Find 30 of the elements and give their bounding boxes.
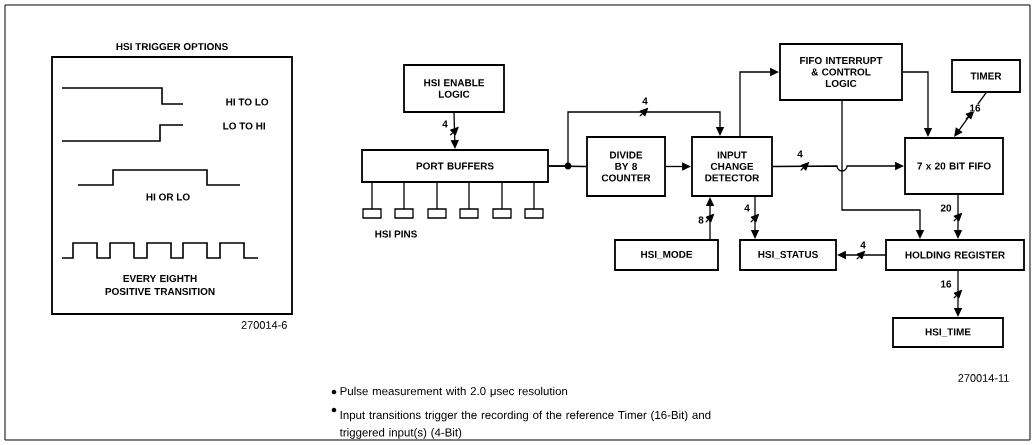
bus-width-label: 16 [941,280,952,288]
block-box: HSI ENABLE LOGIC [403,64,505,113]
bus-width-label: 20 [940,204,952,212]
bus-width-label: 4 [642,97,648,105]
bus-width-label: 16 [970,104,981,112]
block-box: INPUT CHANGE DETECTOR [691,136,773,197]
block-box: DIVIDE BY 8 COUNTER [586,136,666,197]
block-box: HSI_TIME [892,317,1004,348]
block-box: TIMER [951,59,1021,93]
bus-width-label: 4 [797,150,803,158]
block-box: FIFO INTERRUPT & CONTROL LOGIC [779,43,903,101]
waveform-label: HI OR LO [146,193,190,201]
block-box: HSI_STATUS [739,239,837,271]
block-box: 7 x 20 BIT FIFO [904,137,1004,195]
bus-width-label: 4 [442,120,448,128]
bullet-text: Input transitions trigger the recording of the reference Timer (16-Bit) and triggered input(s) (4-Bit) [339,410,711,439]
waveform-label: HI TO LO [226,98,269,106]
bus-width-label: 4 [860,241,866,249]
node-label: HSI TRIGGER OPTIONS [116,43,228,51]
port-buffer-bar: PORT BUFFERS [361,149,549,183]
figure-number: 270014-11 [958,374,1009,382]
pins-label: HSI PINS [375,230,417,238]
block-box: HSI_MODE [614,239,719,271]
bus-width-label: 8 [698,216,704,224]
bus-width-label: 4 [744,204,750,212]
block-box: HOLDING REGISTER [885,239,1025,271]
waveform-label: EVERY EIGHTH POSITIVE TRANSITION [105,275,215,295]
bullet-text: Pulse measurement with 2.0 μsec resolution [340,386,568,398]
connector-arrow [548,107,725,167]
waveform-label: LO TO HI [223,122,265,130]
